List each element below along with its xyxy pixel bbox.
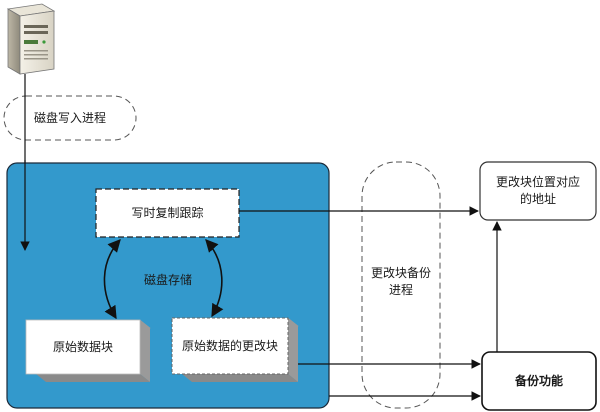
tracking-original-link <box>103 239 121 320</box>
disk-write-process-shape <box>3 95 137 141</box>
copy-on-write-tracking-box <box>95 188 240 238</box>
address-line1: 更改块位置对应 <box>495 175 580 189</box>
disk-write-process-label: 磁盘写入进程 <box>33 110 106 125</box>
changed-block-shape <box>171 317 299 382</box>
copy-on-write-tracking-label: 写时复制跟踪 <box>131 205 204 220</box>
disk-storage-label: 磁盘存储 <box>143 272 192 287</box>
backup-process-line2: 进程 <box>388 283 413 297</box>
backup-process-line1: 更改块备份 <box>370 266 431 280</box>
original-data-block-shape <box>25 319 151 382</box>
address-line2: 的地址 <box>519 192 556 206</box>
backup-function-box <box>481 351 597 411</box>
changed-block-backup-process-label: 更改块备份 进程 <box>362 262 440 302</box>
changed-block-address-box <box>479 161 597 221</box>
server-icon <box>6 3 56 75</box>
changed-block-label: 原始数据的更改块 <box>181 338 278 353</box>
original-data-block-label: 原始数据块 <box>52 339 113 354</box>
tracking-changed-link <box>205 239 224 318</box>
changed-block-backup-process-shape <box>361 161 441 409</box>
backup-function-label: 备份功能 <box>514 373 563 388</box>
changed-block-address-label: 更改块位置对应 的地址 <box>480 162 596 220</box>
